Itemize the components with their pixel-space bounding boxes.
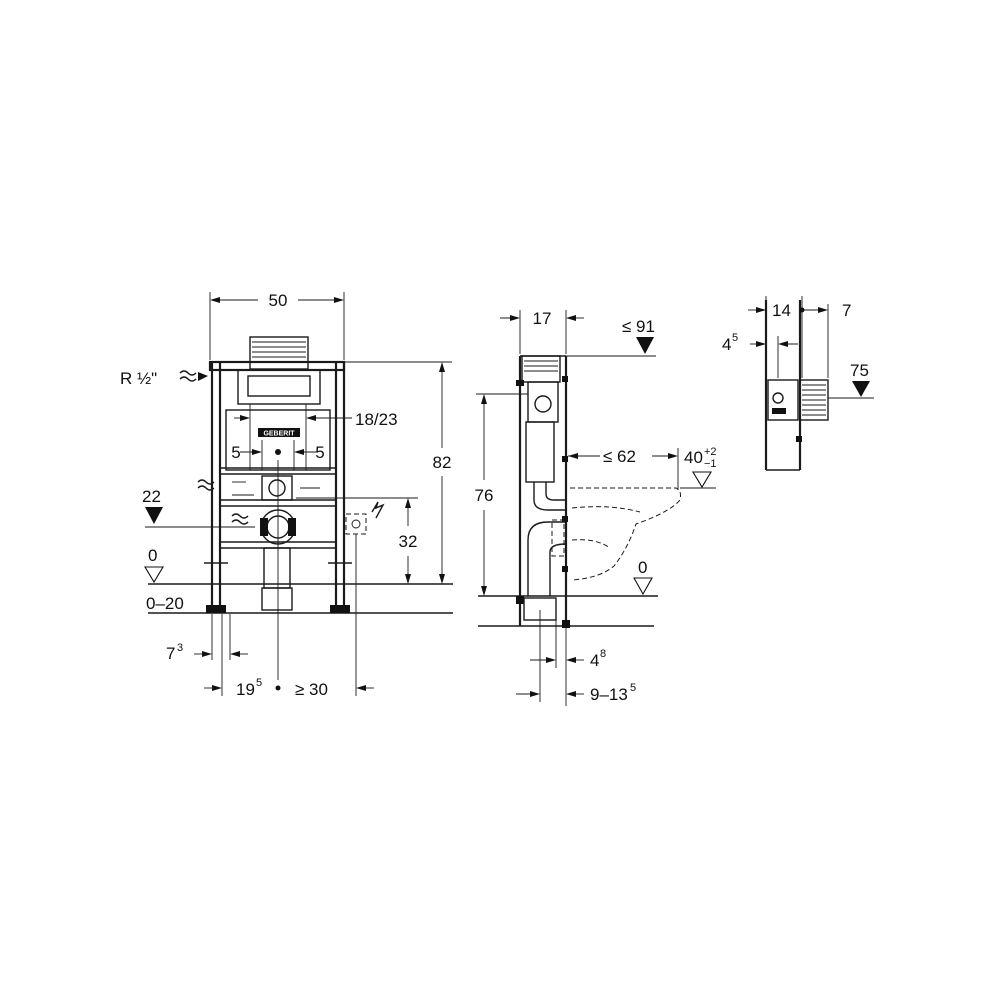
level-0-side: 0 <box>633 558 653 596</box>
front-view: GEBERIT <box>120 291 453 699</box>
brand-badge <box>258 428 300 437</box>
dim-frame-height: 76 <box>475 393 528 596</box>
flush-bend <box>533 482 566 511</box>
supply-arrow <box>198 372 208 381</box>
dim-height-total: 82 <box>344 361 452 585</box>
gap-label: 4 <box>722 335 731 354</box>
flush-pipe <box>232 475 320 501</box>
level-top-label: 22 <box>142 487 161 506</box>
installation-frame <box>204 360 352 613</box>
drain-height-label: 32 <box>399 532 418 551</box>
width-label: 50 <box>269 291 288 310</box>
axis-offset-sup: 5 <box>256 677 262 689</box>
axis-point <box>275 449 281 455</box>
plate-width-label: 14 <box>772 301 791 320</box>
brand-mark: GEBERIT <box>263 431 295 438</box>
side-view: 17 ≤ 91 76 ≤ 62 40 +2 <box>475 309 717 706</box>
dim-foot-offset: 7 3 <box>166 614 248 663</box>
seat-height-tol-plus: +2 <box>704 446 717 458</box>
water-supply-label: R ½" <box>120 369 157 388</box>
detail-view: 14 7 4 5 75 <box>722 296 874 471</box>
foot-offset-label: 7 <box>166 644 175 663</box>
dim-plate-depth: 7 <box>804 301 851 378</box>
dim-width: 50 <box>209 291 345 360</box>
max-height-label: ≤ 91 <box>622 317 655 336</box>
dim-plate-width: 14 <box>748 296 805 378</box>
side-level-zero-label: 0 <box>638 558 647 577</box>
bowl-depth-label: ≤ 62 <box>603 447 636 466</box>
dim-gap: 4 5 <box>722 332 798 378</box>
water-wave-icon <box>179 370 197 382</box>
min-clearance-label: ≥ 30 <box>295 680 328 699</box>
dim-wall-offset: 4 8 <box>530 600 606 706</box>
water-wave-icon-2 <box>197 479 215 491</box>
wall-range-sup: 5 <box>630 682 636 694</box>
level-22: 22 <box>142 487 255 528</box>
depth-label: 17 <box>533 309 552 328</box>
water-wave-icon-3 <box>231 513 249 525</box>
level-0-front: 0 <box>144 546 164 584</box>
dim-depth: 17 <box>500 309 584 354</box>
level-seat-height: 40 +2 −1 <box>680 446 717 489</box>
side-frame <box>516 355 570 628</box>
foot-offset-sup: 3 <box>177 642 183 654</box>
floor-range-label: 0–20 <box>146 594 184 613</box>
frame-height-label: 76 <box>475 486 494 505</box>
wall-offset-label: 4 <box>590 651 599 670</box>
drain-bend <box>523 519 567 621</box>
seat-height-label: 40 <box>684 448 703 467</box>
drain-connection <box>260 509 296 611</box>
dim-offsets: 5 5 <box>231 440 325 470</box>
level-detail-height: 75 <box>828 361 874 399</box>
actuator-plate <box>799 379 829 421</box>
offset-left-label: 5 <box>231 443 240 462</box>
detail-height-label: 75 <box>850 361 869 380</box>
wall-range-label: 9–13 <box>590 685 628 704</box>
axis-offset-label: 19 <box>236 680 255 699</box>
electrical-box <box>345 501 385 535</box>
plate-depth-label: 7 <box>842 301 851 320</box>
dim-wall-range: 9–13 5 <box>516 610 636 704</box>
dim-axis-clearance: 19 5 ≥ 30 <box>204 460 374 699</box>
dim-bowl-depth: ≤ 62 <box>568 447 679 490</box>
level-zero-label: 0 <box>148 546 157 565</box>
wall-offset-sup: 8 <box>600 648 606 660</box>
offset-right-label: 5 <box>315 443 324 462</box>
lightning-icon <box>371 501 385 519</box>
wc-bowl <box>570 487 681 581</box>
height-total-label: 82 <box>433 453 452 472</box>
dim-flush-spacing: 18/23 <box>234 404 398 470</box>
seat-height-tol-minus: −1 <box>704 458 717 470</box>
dim-drain-height: 32 <box>296 497 418 584</box>
gap-sup: 5 <box>732 332 738 344</box>
flush-spacing-label: 18/23 <box>355 410 398 429</box>
level-max-height: ≤ 91 <box>566 317 656 357</box>
